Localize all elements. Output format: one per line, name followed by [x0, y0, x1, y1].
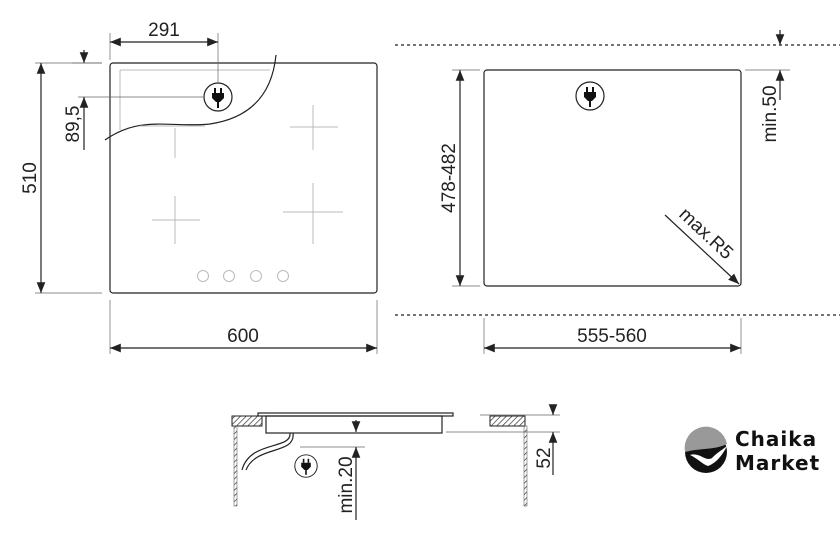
section-view: min.20 52 — [231, 404, 560, 520]
control-knobs — [197, 270, 289, 282]
hob-body — [265, 415, 443, 434]
plug-icon — [203, 82, 233, 112]
cable-curve — [104, 54, 277, 141]
burner-marks — [140, 105, 343, 244]
section-clearance-label: min.20 — [336, 456, 357, 513]
logo-line1: Chaika — [735, 427, 817, 451]
logo-line2: Market — [735, 451, 820, 475]
cutout-width-label: 555-560 — [577, 326, 647, 347]
width-label: 600 — [227, 326, 259, 347]
plug-y-label: 89,5 — [63, 106, 84, 143]
chaika-market-logo: Chaika Market — [684, 426, 820, 475]
clearance-label: min.50 — [760, 85, 781, 142]
plug-x-label: 291 — [148, 20, 180, 41]
cutout-depth-label: 478-482 — [439, 143, 460, 213]
radius-label: max.R5 — [675, 204, 737, 264]
cutout-view: 478-482 min.50 max.R5 555-560 — [395, 30, 840, 354]
height-label: 52 — [534, 447, 555, 468]
plug-icon — [575, 81, 605, 111]
hob-top-view: 291 89,5 510 600 — [20, 20, 378, 354]
plug-icon — [294, 454, 318, 478]
depth-label: 510 — [20, 162, 41, 194]
cutout-outline — [483, 69, 742, 287]
hob-outline — [109, 62, 378, 294]
